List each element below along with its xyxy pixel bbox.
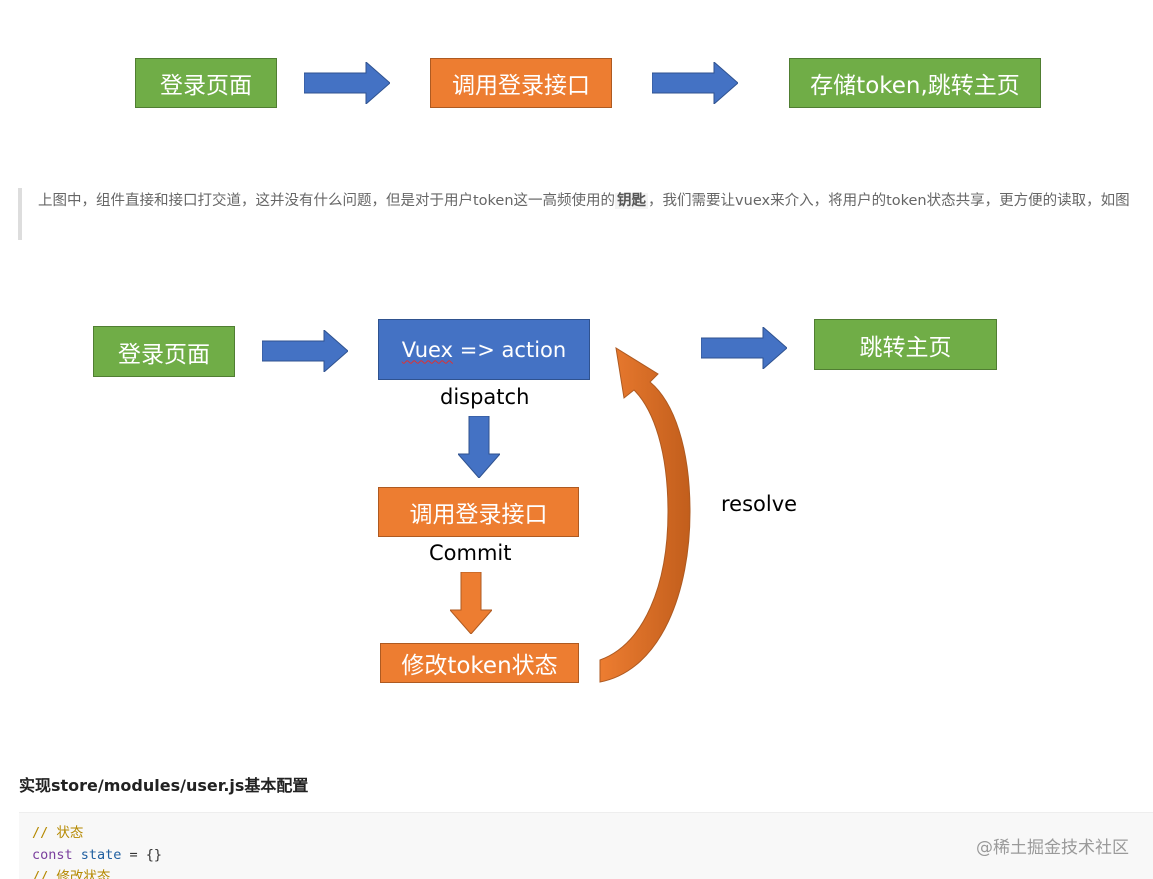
flow1-arrow-2-icon	[652, 62, 738, 104]
quote-text-after: ，我们需要让vuex来介入，将用户的token状态共享，更方便的读取，如图	[648, 193, 1130, 209]
flow1-login-page-label: 登录页面	[160, 73, 252, 99]
code-line-2: const state = {}	[32, 844, 1153, 866]
code-variable: state	[80, 847, 122, 863]
code-line-1: // 状态	[32, 822, 1153, 844]
flow2-arrow-2-icon	[701, 327, 787, 369]
flow2-jump-home-label: 跳转主页	[859, 334, 952, 361]
down-arrow-blue-icon	[458, 416, 500, 478]
flow1-call-api-box: 调用登录接口	[430, 58, 612, 108]
flow2-modify-token-label: 修改token状态	[401, 653, 558, 679]
dispatch-label: dispatch	[440, 385, 530, 409]
code-comment: // 状态	[32, 825, 84, 841]
code-comment: // 修改状态	[32, 869, 111, 879]
flow1-login-page-box: 登录页面	[135, 58, 277, 108]
quote-text-before: 上图中，组件直接和接口打交道，这并没有什么问题，但是对于用户token这一高频使…	[38, 193, 616, 209]
flow1-store-token-box: 存储token,跳转主页	[789, 58, 1041, 108]
flow1-store-token-label: 存储token,跳转主页	[810, 73, 1020, 99]
flow2-jump-home-box: 跳转主页	[814, 319, 997, 370]
flow1-arrow-1-icon	[304, 62, 390, 104]
code-keyword: const	[32, 847, 73, 863]
code-operator: = {}	[121, 847, 163, 863]
flow2-arrow-1-icon	[262, 330, 348, 372]
resolve-label: resolve	[721, 492, 798, 516]
quote-strong: 钥匙	[615, 193, 649, 209]
vuex-action-rest: => action	[453, 337, 567, 362]
blockquote: 上图中，组件直接和接口打交道，这并没有什么问题，但是对于用户token这一高频使…	[18, 188, 1146, 240]
code-line-3: // 修改状态	[32, 866, 1153, 879]
commit-label: Commit	[429, 541, 512, 565]
flow1-call-api-label: 调用登录接口	[452, 73, 590, 99]
watermark: @稀土掘金技术社区	[976, 838, 1129, 858]
flow2-call-api-box: 调用登录接口	[378, 487, 579, 537]
down-arrow-orange-icon	[450, 572, 492, 634]
vuex-word: Vuex	[401, 337, 454, 362]
section-heading: 实现store/modules/user.js基本配置	[19, 776, 309, 795]
flow2-login-page-box: 登录页面	[93, 326, 235, 377]
flow2-vuex-action-box: Vuex => action	[378, 319, 590, 380]
resolve-curved-arrow-icon	[599, 346, 691, 683]
flow2-modify-token-box: 修改token状态	[380, 643, 579, 683]
code-block: // 状态 const state = {} // 修改状态	[19, 812, 1153, 879]
flow2-call-api-label: 调用登录接口	[409, 502, 548, 528]
flow2-login-page-label: 登录页面	[118, 341, 210, 368]
